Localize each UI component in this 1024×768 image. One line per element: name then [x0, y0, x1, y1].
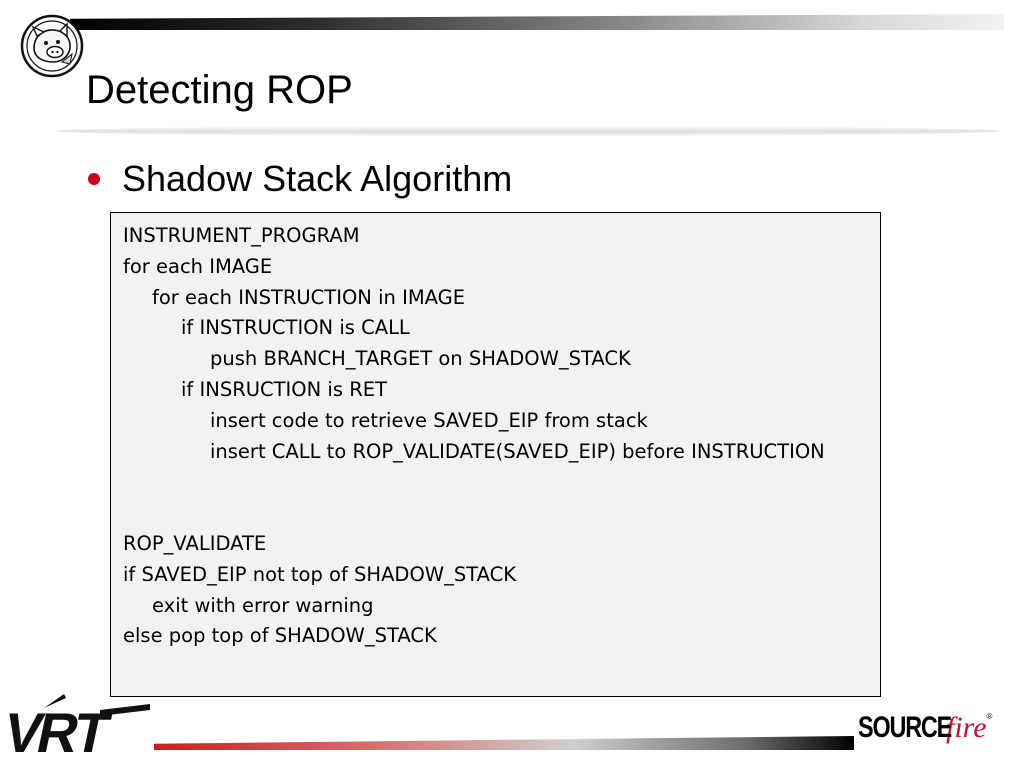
pig-head-logo-icon: [20, 14, 84, 78]
vrt-logo: VRT: [0, 690, 152, 764]
code-line: push BRANCH_TARGET on SHADOW_STACK: [210, 347, 631, 371]
bullet-text: Shadow Stack Algorithm: [122, 158, 513, 199]
code-line: if INSRUCTION is RET: [181, 377, 387, 401]
registered-mark: ®: [986, 712, 993, 721]
code-line: insert CALL to ROP_VALIDATE(SAVED_EIP) b…: [210, 439, 825, 463]
sourcefire-logo-source: SOURCE: [858, 711, 952, 744]
code-line: if INSTRUCTION is CALL: [181, 316, 410, 340]
title-underline: [56, 126, 1000, 136]
page-title: Detecting ROP: [86, 68, 353, 112]
code-line: for each IMAGE: [123, 254, 273, 278]
code-line: insert code to retrieve SAVED_EIP from s…: [210, 408, 648, 432]
code-line: exit with error warning: [152, 593, 374, 617]
sourcefire-logo: SOURCE fire ®: [858, 706, 992, 750]
code-line: for each INSTRUCTION in IMAGE: [152, 285, 466, 309]
vrt-logo-text: VRT: [4, 702, 115, 760]
code-line: INSTRUMENT_PROGRAM: [123, 224, 360, 247]
header-gradient-bar: [70, 14, 1004, 30]
bullet-dot-icon: [88, 173, 100, 185]
sourcefire-logo-fire: fire: [946, 711, 987, 744]
bullet-item: Shadow Stack Algorithm: [88, 156, 512, 202]
code-line: ROP_VALIDATE: [123, 531, 267, 555]
code-line: else pop top of SHADOW_STACK: [123, 624, 437, 648]
code-line: [123, 467, 880, 498]
footer-gradient-bar: [154, 736, 854, 750]
code-line: [123, 498, 880, 529]
code-line: if SAVED_EIP not top of SHADOW_STACK: [123, 562, 516, 586]
